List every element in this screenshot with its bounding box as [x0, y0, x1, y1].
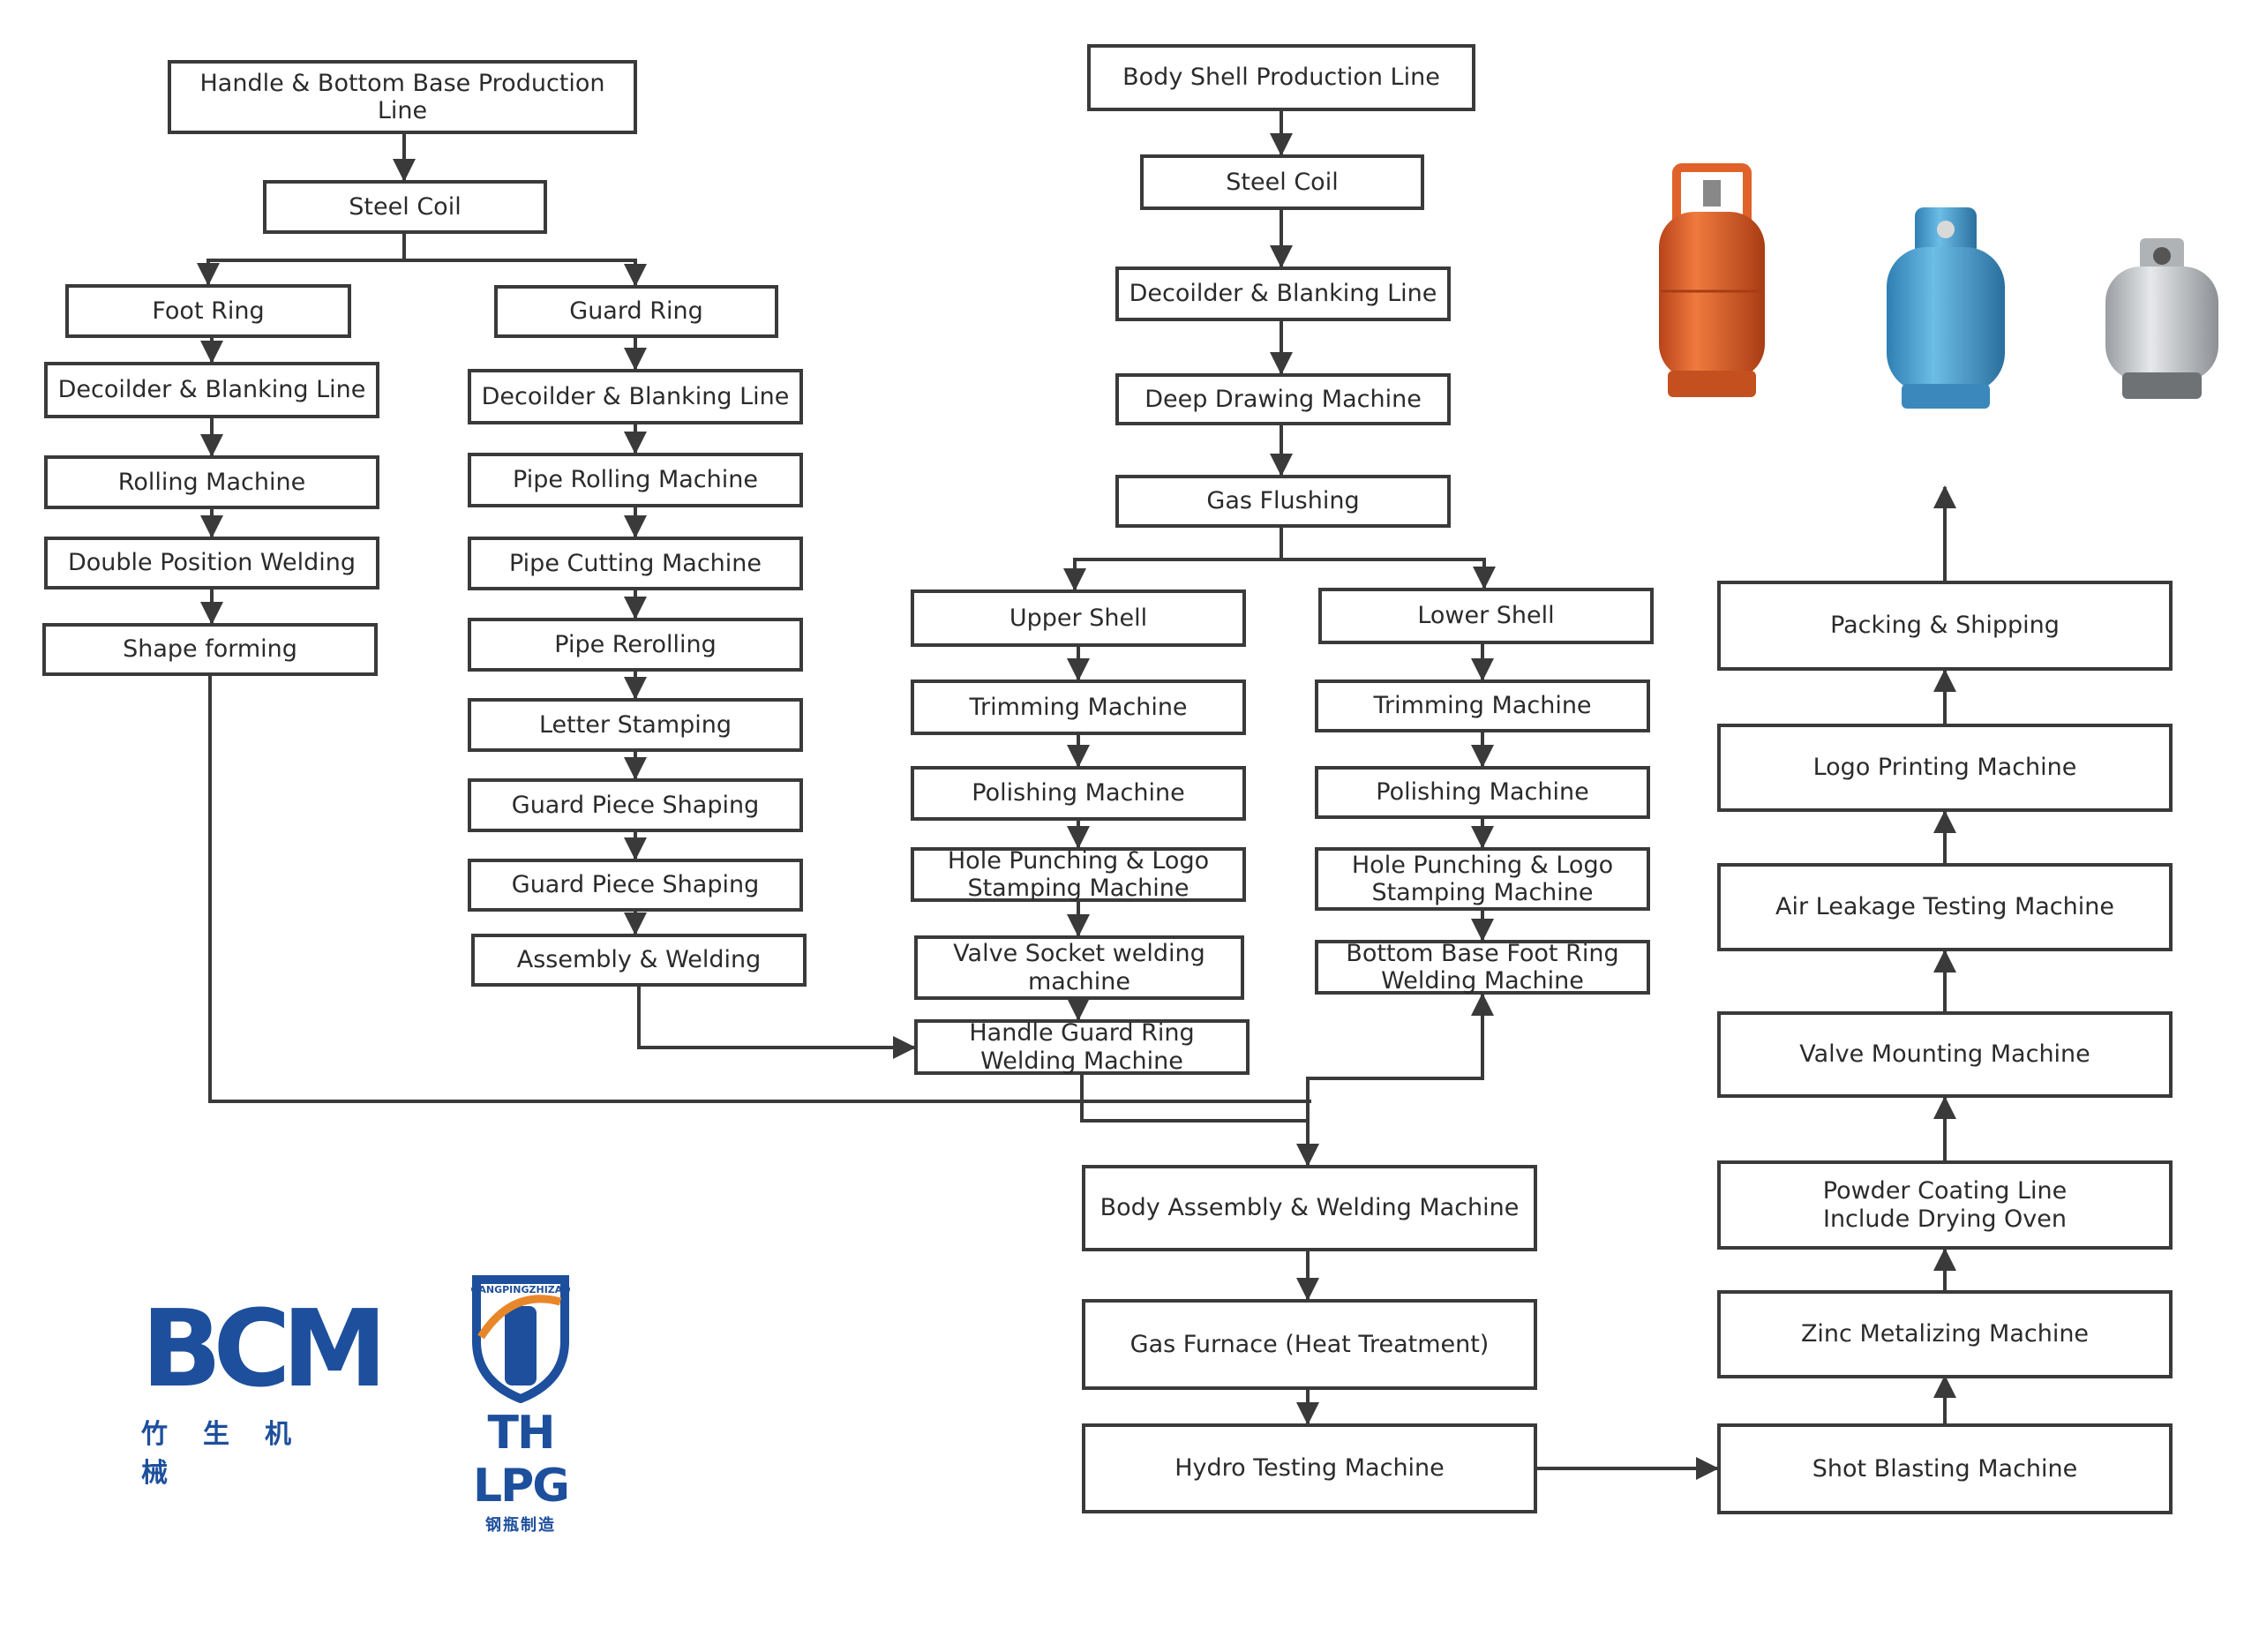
hydro-testing-machine: Hydro Testing Machine	[1082, 1423, 1537, 1513]
rolling-machine: Rolling Machine	[44, 455, 379, 509]
logo-printing-machine: Logo Printing Machine	[1717, 724, 2173, 812]
valve-socket-welding: Valve Socket welding machine	[914, 935, 1244, 1000]
upper-trimming-machine: Trimming Machine	[911, 680, 1246, 735]
body-assembly-welding: Body Assembly & Welding Machine	[1082, 1165, 1537, 1251]
body-shell-line-title: Body Shell Production Line	[1087, 44, 1475, 111]
valve-mounting-machine: Valve Mounting Machine	[1717, 1011, 2173, 1098]
bcm-logo: BCM 竹生机械	[141, 1288, 387, 1490]
bcm-logo-text: BCM	[141, 1288, 387, 1411]
guard-piece-shaping-2: Guard Piece Shaping	[468, 859, 803, 912]
left-steel-coil: Steel Coil	[263, 180, 547, 234]
thlpg-shield-icon: GANGPINGZHIZAO	[470, 1275, 571, 1404]
thlpg-logo: GANGPINGZHIZAO TH LPG 钢瓶制造	[441, 1271, 600, 1536]
double-position-welding: Double Position Welding	[44, 537, 379, 589]
pipe-cutting-machine: Pipe Cutting Machine	[468, 537, 803, 590]
deep-drawing-machine: Deep Drawing Machine	[1115, 373, 1451, 425]
grey-cylinder-image	[2105, 238, 2218, 399]
guard-piece-shaping-1: Guard Piece Shaping	[468, 778, 803, 832]
packing-shipping: Packing & Shipping	[1717, 581, 2173, 671]
assembly-welding: Assembly & Welding	[471, 934, 807, 987]
pipe-rerolling: Pipe Rerolling	[468, 618, 803, 672]
body-steel-coil: Steel Coil	[1140, 154, 1424, 210]
lower-shell: Lower Shell	[1318, 588, 1654, 644]
guard-ring: Guard Ring	[494, 285, 778, 338]
upper-polishing-machine: Polishing Machine	[911, 766, 1246, 821]
handle-guard-ring-welding: Handle Guard Ring Welding Machine	[914, 1019, 1250, 1075]
lower-trimming-machine: Trimming Machine	[1315, 680, 1650, 732]
shot-blasting-machine: Shot Blasting Machine	[1717, 1423, 2173, 1514]
handle-base-line-title: Handle & Bottom Base Production Line	[168, 60, 637, 134]
lower-hole-punching: Hole Punching & Logo Stamping Machine	[1315, 847, 1650, 911]
thlpg-logo-subtext: 钢瓶制造	[485, 1516, 556, 1535]
thlpg-logo-text: TH LPG	[473, 1407, 570, 1513]
pipe-rolling-machine: Pipe Rolling Machine	[468, 453, 803, 507]
orange-cylinder-image	[1659, 163, 1765, 397]
foot-decoiler-blanking: Decoilder & Blanking Line	[44, 362, 379, 418]
thlpg-ring-text: GANGPINGZHIZAO	[470, 1284, 570, 1295]
bcm-logo-subtext: 竹生机械	[141, 1419, 326, 1489]
upper-shell: Upper Shell	[911, 589, 1246, 647]
guard-decoiler-blanking: Decoilder & Blanking Line	[468, 369, 803, 424]
blue-cylinder-image	[1887, 207, 2005, 409]
gas-flushing: Gas Flushing	[1115, 475, 1451, 528]
zinc-metalizing-machine: Zinc Metalizing Machine	[1717, 1290, 2173, 1378]
air-leakage-testing-machine: Air Leakage Testing Machine	[1717, 863, 2173, 951]
upper-hole-punching: Hole Punching & Logo Stamping Machine	[911, 847, 1246, 902]
letter-stamping: Letter Stamping	[468, 698, 803, 752]
powder-coating-line: Powder Coating Line Include Drying Oven	[1717, 1160, 2173, 1250]
bottom-base-foot-ring-welding: Bottom Base Foot Ring Welding Machine	[1315, 940, 1650, 995]
lower-polishing-machine: Polishing Machine	[1315, 766, 1650, 819]
body-decoiler-blanking: Decoilder & Blanking Line	[1115, 267, 1451, 321]
shape-forming: Shape forming	[42, 623, 378, 676]
gas-furnace: Gas Furnace (Heat Treatment)	[1082, 1299, 1537, 1390]
foot-ring: Foot Ring	[65, 284, 351, 338]
